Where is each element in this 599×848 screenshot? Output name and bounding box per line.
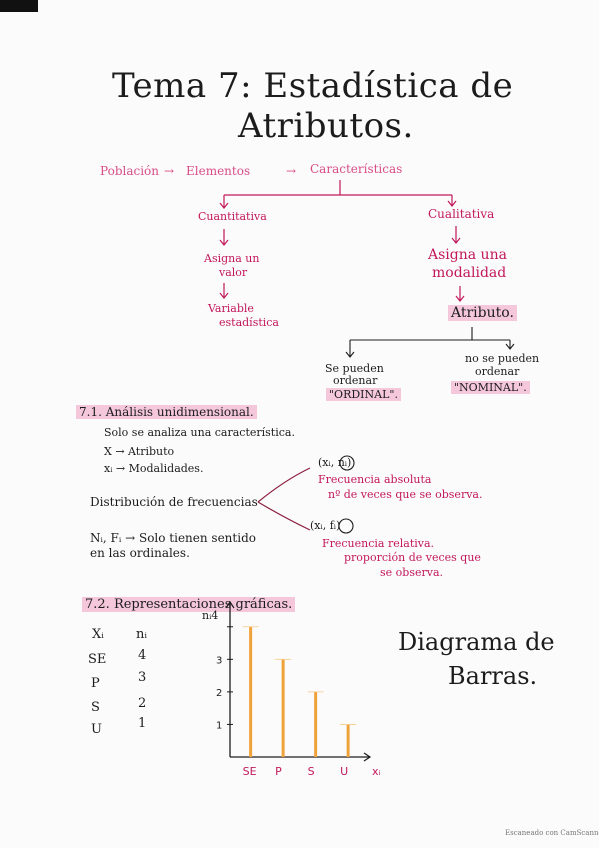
abs-label: Frecuencia absoluta [318, 473, 432, 486]
abs-head: (xᵢ, nᵢ) [318, 456, 352, 469]
flow-arrow-2: → [286, 164, 297, 178]
branch-se-pueden: Se pueden [325, 362, 384, 375]
branch-ordenar-2: ordenar [475, 365, 520, 378]
table-row-x: P [91, 676, 100, 691]
y-axis-label: nᵢ4 [202, 609, 218, 622]
flow-elementos: Elementos [186, 164, 251, 178]
bar [249, 626, 253, 757]
table-row-x: SE [88, 652, 107, 667]
flow-asigna-valor: Asigna un [204, 252, 260, 265]
section2-heading: 7.2. Representaciones gráficas. [82, 597, 296, 612]
bar [346, 724, 350, 757]
flow-valor: valor [219, 266, 248, 279]
y-tick-label: 1 [216, 720, 222, 731]
scan-corner [0, 0, 38, 12]
section1-line2: X → Atributo [104, 445, 175, 458]
y-tick-label: 2 [216, 688, 222, 699]
branch-ordinal: "ORDINAL". [326, 388, 401, 401]
note-line1: Nᵢ, Fᵢ → Solo tienen sentido [90, 531, 256, 545]
table-row-n: 1 [138, 716, 147, 731]
rel-label: Frecuencia relativa. [322, 537, 435, 550]
bar [281, 659, 285, 757]
table-row-n: 3 [138, 670, 147, 685]
section1-line3: xᵢ → Modalidades. [104, 462, 204, 475]
flow-modalidad: modalidad [432, 265, 507, 281]
branch-no-se-pueden: no se pueden [465, 352, 540, 365]
table-header-x: Xᵢ [92, 627, 104, 642]
abs-desc: nº de veces que se observa. [328, 488, 483, 501]
table-row-n: 2 [138, 696, 147, 711]
flow-cualitativa: Cualitativa [428, 207, 495, 221]
camscanner-footer: Escaneado con CamScanner [505, 829, 599, 837]
x-tick-label: P [275, 765, 282, 778]
branch-nominal: "NOMINAL". [451, 381, 530, 394]
rel-head: (xᵢ, fᵢ) [310, 519, 341, 532]
x-tick-label: U [340, 765, 348, 778]
y-axis-arrow [225, 600, 235, 609]
x-axis-label: xᵢ [372, 765, 381, 778]
flow-variable: Variable [208, 302, 254, 315]
flow-arrow-1: → [164, 164, 175, 178]
page-title-line2: Atributos. [238, 106, 414, 146]
table-header-n: nᵢ [136, 627, 147, 642]
note-line2: en las ordinales. [90, 546, 190, 560]
rel-desc1: proporción de veces que [344, 551, 481, 564]
bar [314, 691, 318, 757]
y-tick-label: 3 [216, 655, 222, 666]
section1-heading: 7.1. Análisis unidimensional. [76, 405, 257, 419]
flow-poblacion: Población [100, 164, 159, 178]
x-axis-arrow [363, 752, 372, 762]
diagram-title-1: Diagrama de [398, 628, 555, 656]
diagram-title-2: Barras. [448, 662, 538, 690]
table-row-x: U [91, 722, 102, 737]
table-row-n: 4 [138, 648, 147, 663]
table-row-x: S [91, 700, 100, 715]
distribucion-frecuencias: Distribución de frecuencias [90, 495, 258, 509]
rel-desc2: se observa. [380, 566, 443, 579]
branch-ordenar-1: ordenar [333, 374, 378, 387]
flow-atributo: Atributo. [448, 305, 517, 321]
x-tick-label: SE [243, 765, 257, 778]
flow-cuantitativa: Cuantitativa [198, 210, 267, 223]
flow-caracteristicas: Características [310, 162, 403, 176]
flow-asigna-modalidad: Asigna una [428, 247, 507, 263]
flow-estadistica: estadística [219, 316, 279, 329]
x-tick-label: S [308, 765, 315, 778]
section1-line1: Solo se analiza una característica. [104, 426, 295, 439]
page-title-line1: Tema 7: Estadística de [112, 66, 514, 106]
